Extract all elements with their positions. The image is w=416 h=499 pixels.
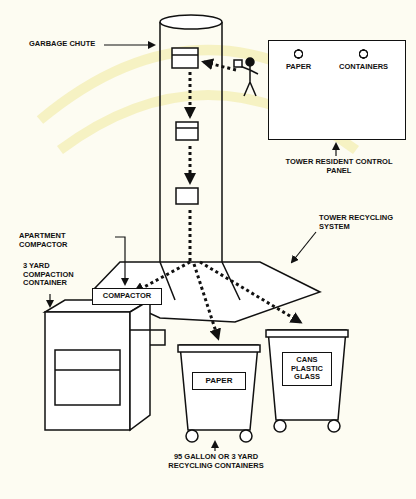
container-plate: COMPACTOR	[92, 288, 162, 305]
container-plate: PAPER	[192, 372, 246, 390]
node-text: PAPER	[196, 376, 242, 385]
container-plate: CANS PLASTIC GLASS	[282, 352, 332, 386]
node-text: COMPACTOR	[96, 292, 158, 301]
callout-label: TOWER RECYCLING SYSTEM	[318, 214, 400, 231]
paper-bin	[178, 345, 260, 442]
callout-label: GARBAGE CHUTE	[28, 40, 104, 49]
node-text: CONTAINERS	[339, 49, 388, 72]
callout-label: 95 GALLON OR 3 YARD RECYCLING CONTAINERS	[160, 453, 272, 470]
callout-label: 3 YARD COMPACTION CONTAINER	[22, 262, 84, 288]
compaction-container	[45, 300, 165, 430]
callout-label: APARTMENT COMPACTOR	[18, 232, 115, 249]
control-panel: PAPER CONTAINERS	[268, 40, 406, 140]
cans-bin	[266, 330, 348, 432]
node-text: PAPER	[286, 49, 311, 72]
node-text: CANS PLASTIC GLASS	[286, 356, 328, 382]
resident-figure	[234, 58, 258, 96]
garbage-chute	[160, 15, 222, 262]
callout-label: TOWER RESIDENT CONTROL PANEL	[278, 158, 400, 175]
